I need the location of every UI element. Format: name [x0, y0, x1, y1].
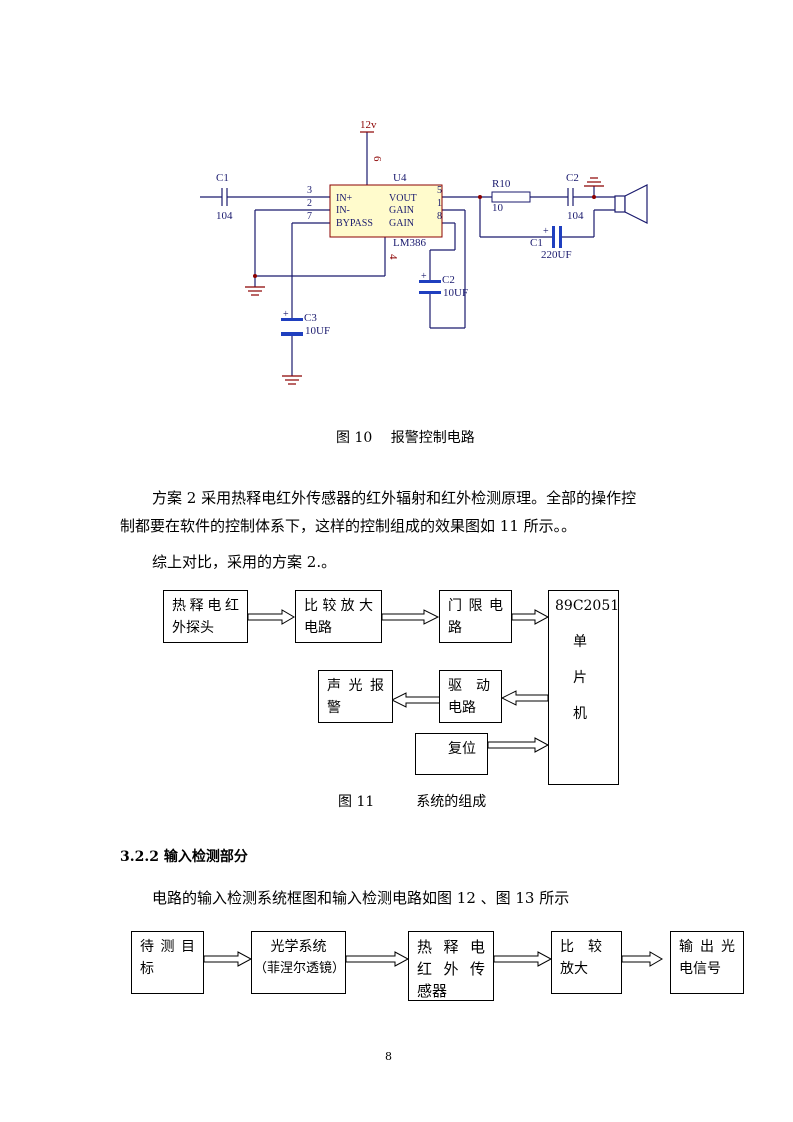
- compare-line-2: 放大: [560, 961, 588, 977]
- ic-pin-left-2: IN-: [336, 205, 350, 216]
- compare-line-1: 比 较: [560, 939, 602, 955]
- mcu-model: 89C2051: [555, 598, 620, 614]
- paragraph-3: 电路的输入检测系统框图和输入检测电路如图 12 、图 13 所示: [152, 889, 570, 907]
- target-line-2: 标: [140, 961, 154, 977]
- output-line-2: 电信号: [679, 961, 721, 977]
- mcu-char-3: 机: [573, 706, 587, 722]
- mcu-block: 89C2051 单 片 机: [548, 590, 619, 785]
- pin-number-8: 8: [437, 211, 442, 222]
- svg-text:+: +: [543, 226, 549, 237]
- c3-label: C3: [304, 312, 317, 324]
- sensor-line-1: 热释电红: [172, 598, 239, 614]
- pyro-line-1: 热释电: [417, 938, 485, 956]
- pyro-line-3: 感器: [417, 982, 448, 1000]
- r10-label: R10: [492, 178, 511, 190]
- threshold-block: 门限电 路: [439, 590, 512, 643]
- svg-text:+: +: [283, 309, 289, 320]
- figure-11-arrows: [247, 609, 550, 753]
- sensor-block: 热释电红 外探头: [163, 590, 248, 643]
- mcu-char-1: 单: [573, 634, 587, 650]
- alarm-line-2: 警: [327, 700, 341, 716]
- target-block: 待测目 标: [131, 931, 204, 994]
- ic-pin-left-3: BYPASS: [336, 218, 373, 229]
- output-line-1: 输出光: [679, 939, 735, 955]
- pin-number-3: 3: [307, 185, 312, 196]
- output-block: 输出光 电信号: [670, 931, 744, 994]
- c3-value: 10UF: [305, 325, 330, 337]
- c1-value: 104: [216, 210, 233, 222]
- section-heading: 3.2.2 输入检测部分: [120, 849, 248, 865]
- threshold-line-1: 门限电: [448, 598, 503, 614]
- threshold-line-2: 路: [448, 620, 462, 636]
- pin-number-7: 7: [307, 211, 312, 222]
- optics-block: 光学系统 （菲涅尔透镜）: [251, 931, 346, 994]
- pin-number-5: 5: [437, 185, 442, 196]
- figure-10-caption: 图 10 报警控制电路: [336, 430, 475, 446]
- figure-12-arrows: [203, 951, 663, 967]
- optics-line-2: （菲涅尔透镜）: [254, 961, 346, 976]
- pin6-label: 6: [371, 156, 383, 162]
- sensor-line-2: 外探头: [172, 620, 214, 636]
- drive-block: 驱 动 电路: [439, 670, 502, 723]
- c2-gain-label: C2: [442, 274, 455, 286]
- compare-block: 比 较 放大: [551, 931, 622, 994]
- target-line-1: 待测目: [140, 939, 195, 955]
- vcc-label: 12v: [360, 119, 377, 131]
- pin-number-1: 1: [437, 198, 442, 209]
- compare-amp-block: 比较放大 电路: [295, 590, 382, 643]
- pin4-label: 4: [387, 254, 399, 260]
- figure-11-caption: 图 11 系统的组成: [338, 794, 487, 810]
- mcu-char-2: 片: [573, 670, 587, 686]
- speaker-icon: [614, 184, 648, 224]
- optics-line-1: 光学系统: [270, 939, 327, 955]
- r10-value: 10: [492, 202, 504, 214]
- c1-elec-value: 220UF: [541, 249, 572, 261]
- ic-pin-left-1: IN+: [336, 193, 353, 204]
- ic-pin-right-2: GAIN: [389, 205, 414, 216]
- pyro-sensor-block: 热释电 红外传 感器: [408, 931, 494, 1001]
- alarm-line-1: 声光报: [327, 678, 384, 694]
- c2-gain-value: 10UF: [443, 287, 468, 299]
- svg-text:+: +: [421, 271, 427, 282]
- c1-elec-label: C1: [530, 237, 543, 249]
- c1-label: C1: [216, 172, 229, 184]
- pyro-line-2: 红外传: [417, 960, 485, 978]
- alarm-control-circuit: + + + 12v 6 4 C1 104 U4 IN+ IN- BYPASS V…: [200, 119, 648, 385]
- drive-line-2: 电路: [448, 700, 476, 716]
- alarm-block: 声光报 警: [318, 670, 393, 723]
- page-number: 8: [385, 1050, 392, 1063]
- ic-pin-right-3: GAIN: [389, 218, 414, 229]
- compare-amp-line-2: 电路: [304, 620, 332, 636]
- paragraph-1-line-2: 制都要在软件的控制体系下，这样的控制组成的效果图如 11 所示。。: [120, 517, 577, 535]
- reset-label: 复位: [448, 741, 476, 757]
- paragraph-2: 综上对比，采用的方案 2.。: [152, 553, 337, 571]
- compare-amp-line-1: 比较放大: [304, 598, 373, 614]
- c2-out-label: C2: [566, 172, 579, 184]
- u4-label: U4: [393, 172, 407, 184]
- reset-block: 复位: [415, 733, 488, 775]
- ic-name: LM386: [393, 237, 427, 249]
- drive-line-1: 驱 动: [448, 678, 490, 694]
- ic-pin-right-1: VOUT: [389, 193, 417, 204]
- pin-number-2: 2: [307, 198, 312, 209]
- paragraph-1-line-1: 方案 2 采用热释电红外传感器的红外辐射和红外检测原理。全部的操作控: [152, 489, 637, 507]
- c2-out-value: 104: [567, 210, 584, 222]
